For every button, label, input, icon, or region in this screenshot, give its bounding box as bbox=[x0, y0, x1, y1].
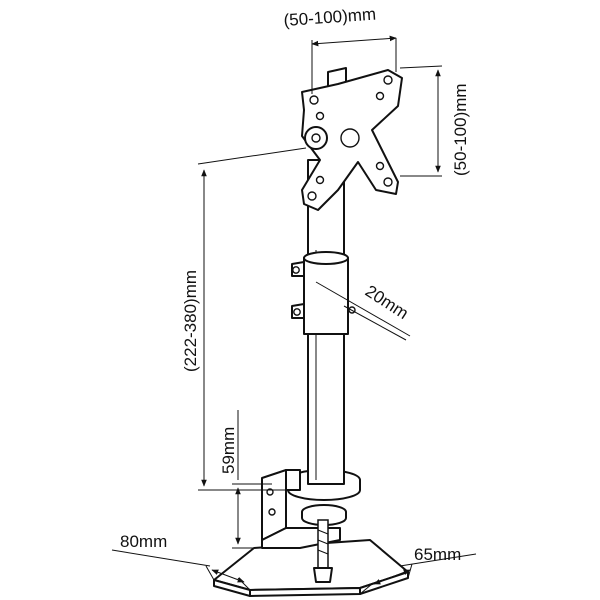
pole-diameter-label: 20mm bbox=[362, 281, 412, 323]
base-width-label: 65mm bbox=[414, 545, 461, 564]
height-range-label: (222-380)mm bbox=[181, 270, 200, 372]
base-depth-label: 80mm bbox=[120, 532, 167, 551]
desk-clamp bbox=[213, 469, 409, 597]
vesa-width-label: (50-100)mm bbox=[283, 5, 377, 30]
clamp-height-label: 59mm bbox=[219, 427, 238, 474]
vesa-plate bbox=[301, 67, 403, 211]
vesa-height-label: (50-100)mm bbox=[451, 83, 470, 176]
pole bbox=[291, 159, 356, 485]
dimension-lines bbox=[111, 35, 477, 595]
